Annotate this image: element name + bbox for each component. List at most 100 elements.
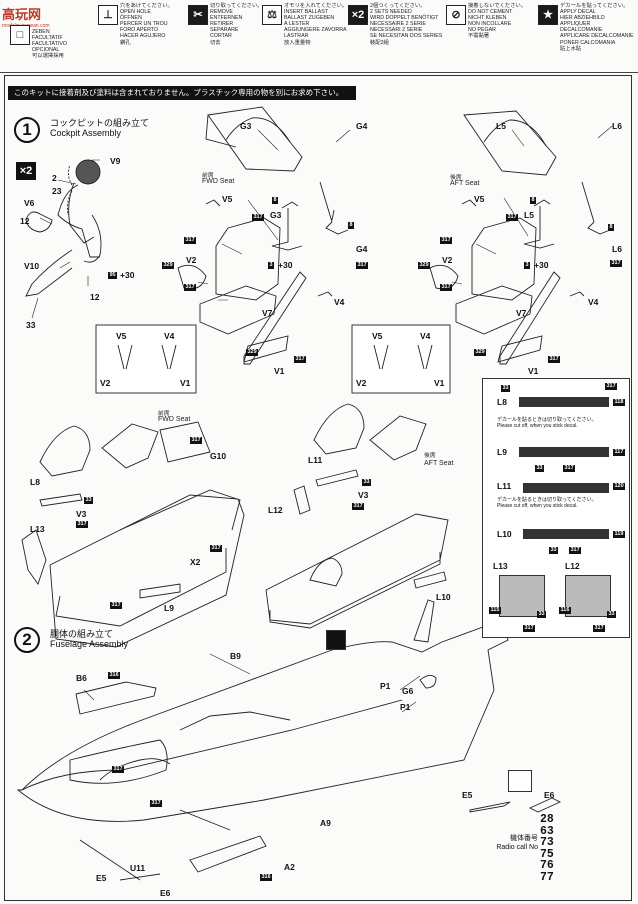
- part-329b: 329: [246, 349, 259, 356]
- alt-part-icon: [508, 770, 532, 792]
- label-V6: V6: [24, 198, 35, 208]
- part-317-seat: 317: [252, 214, 265, 221]
- decal-317a: 317: [605, 383, 618, 390]
- decal-note-jp: デカールを貼るときは切り取ってください。: [497, 497, 597, 503]
- label-L9: L9: [164, 603, 174, 613]
- legend-text: ZEBEN FACULTATIF FACULTATIVO OPCIONAL 可以…: [32, 29, 68, 60]
- decal-strip-L11: [523, 483, 609, 493]
- label-B6: B6: [76, 673, 87, 683]
- part-317o: 317: [112, 766, 125, 773]
- label-V3b: V3: [358, 490, 369, 500]
- legend-text: デカールを貼ってください。 APPLY DECAL HIER ABZIEHBIL…: [560, 3, 634, 52]
- legend-text: 2個つくってください。 2 SETS NEEDED WIRD DOPPELT B…: [370, 3, 443, 46]
- label-V2a: V2: [186, 255, 197, 265]
- part-3a: 3: [268, 262, 275, 269]
- detail-V2b: V2: [356, 378, 367, 388]
- label-V7a: V7: [262, 308, 273, 318]
- step-1-title-en: Cockpit Assembly: [50, 128, 122, 138]
- decal-panel: L8 33 317 118 デカールを貼るときは切り取ってください。 Pleas…: [482, 378, 630, 638]
- label-U11: U11: [130, 863, 146, 873]
- label-12a: 12: [20, 216, 30, 226]
- fwd-seat-drawing: [177, 106, 349, 365]
- detail-V4b: V4: [420, 331, 431, 341]
- content-frame: [4, 75, 632, 901]
- fwd-seat-en: FWD Seat: [202, 178, 235, 185]
- step-2-number: 2: [14, 627, 40, 653]
- part-316a: 316: [108, 672, 121, 679]
- label-2: 2: [52, 173, 57, 183]
- label-A9: A9: [320, 818, 331, 828]
- part-317g: 317: [610, 260, 623, 267]
- radio-call-en: Radio call No: [496, 844, 538, 851]
- decal-note-en: Please cut off, when you stick decal.: [497, 503, 578, 509]
- label-23: 23: [52, 186, 62, 196]
- part-317e: 317: [506, 214, 519, 221]
- label-B9: B9: [230, 651, 241, 661]
- decal-317d: 317: [523, 625, 536, 632]
- x2-icon: ×2: [348, 5, 368, 25]
- decal-33d: 33: [537, 611, 547, 618]
- radio-call-label: 機体番号 Radio call No: [468, 834, 538, 852]
- part-329c: 329: [418, 262, 431, 269]
- label-E6b: E6: [544, 790, 555, 800]
- label-plus30b: +30: [278, 260, 293, 270]
- lever-details: [95, 324, 451, 394]
- decal-117: 117: [613, 449, 625, 456]
- decal-row-L8: L8: [497, 397, 507, 407]
- part-8a: 8: [272, 197, 279, 204]
- decal-note-2: デカールを貼るときは切り取ってください。 Please cut off, whe…: [497, 497, 621, 509]
- part-317l: 317: [210, 545, 223, 552]
- label-V9: V9: [110, 156, 121, 166]
- part-317c: 317: [184, 284, 197, 291]
- decal-note-1: デカールを貼るときは切り取ってください。 Please cut off, whe…: [497, 417, 621, 429]
- label-12b: 12: [90, 292, 100, 302]
- label-G6: G6: [402, 686, 414, 696]
- label-V4b: V4: [588, 297, 599, 307]
- label-G3: G3: [270, 210, 282, 220]
- fwd-cockpit-tub: [21, 421, 245, 648]
- decal-116: 116: [559, 607, 571, 614]
- label-L5: L5: [524, 210, 534, 220]
- decal-317e: 317: [593, 625, 606, 632]
- label-V2b: V2: [442, 255, 453, 265]
- label-L6-top: L6: [612, 121, 622, 131]
- logo-title: 高玩网: [2, 7, 42, 22]
- aft-tub-jp: 後席: [424, 453, 436, 459]
- label-V3a: V3: [76, 509, 87, 519]
- part-317j: 317: [190, 437, 203, 444]
- label-L6: L6: [612, 244, 622, 254]
- radio-call-jp: 機体番号: [510, 835, 538, 842]
- label-P1a: P1: [380, 681, 391, 691]
- part-317k: 317: [76, 521, 89, 528]
- legend-text: オモリを入れてください。 INSERT BALLAST BALLAST ZUGE…: [284, 3, 348, 46]
- part-33c: 33: [362, 479, 372, 486]
- label-L13: L13: [30, 524, 45, 534]
- decal-317b: 317: [563, 465, 576, 472]
- part-8d: 8: [608, 224, 615, 231]
- weight-icon: ⚖: [262, 5, 282, 25]
- label-E5: E5: [96, 873, 107, 883]
- decal-strip-L9: [519, 447, 609, 457]
- part-8b: 8: [348, 222, 355, 229]
- detail-V4a: V4: [164, 331, 175, 341]
- label-P1b: P1: [400, 702, 411, 712]
- label-plus30c: +30: [534, 260, 549, 270]
- label-V10: V10: [24, 261, 40, 271]
- decal-33c: 33: [549, 547, 559, 554]
- glue-paint-note: このキットに接着剤及び塗料は含まれておりません。プラスチック専用の物を別にお求め…: [8, 86, 356, 100]
- aft-tub-en: AFT Seat: [424, 460, 454, 467]
- part-95: 95: [108, 272, 118, 279]
- decal-33a: 33: [501, 385, 511, 392]
- label-E5b: E5: [462, 790, 473, 800]
- label-E6: E6: [160, 888, 171, 898]
- part-3b: 3: [524, 262, 531, 269]
- part-317i: 317: [548, 356, 561, 363]
- part-329d: 329: [474, 349, 487, 356]
- label-V1b: V1: [528, 366, 539, 376]
- aft-seat-drawing: [429, 110, 611, 365]
- detail-V1b: V1: [434, 378, 445, 388]
- decal-row-L11: L11: [497, 481, 512, 491]
- detail-V1a: V1: [180, 378, 191, 388]
- detail-V5a: V5: [116, 331, 127, 341]
